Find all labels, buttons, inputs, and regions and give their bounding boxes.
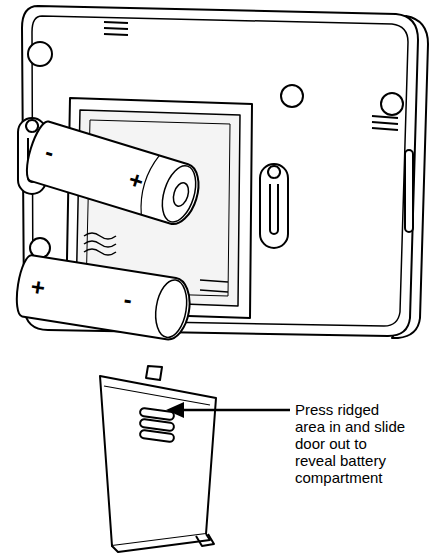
battery-door xyxy=(100,366,216,552)
leader-arrow xyxy=(166,402,290,418)
instruction-note: Press ridged area in and slide door out … xyxy=(295,401,407,486)
